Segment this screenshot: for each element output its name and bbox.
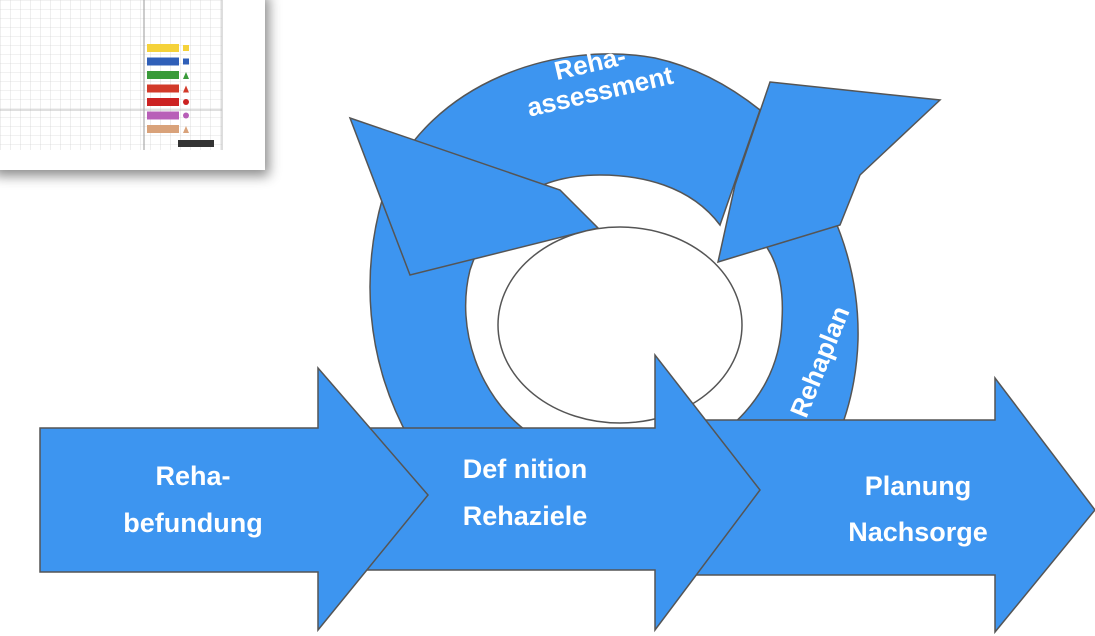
step-3-line1: Planung xyxy=(865,471,972,501)
legend-marker-square xyxy=(183,45,189,51)
legend-marker-triangle xyxy=(183,85,189,93)
step-1-line1: Reha- xyxy=(155,461,230,491)
legend-marker-circle xyxy=(183,112,189,119)
step-1-line2: befundung xyxy=(123,508,262,538)
legend-marker-triangle xyxy=(183,126,189,133)
legend-swatch xyxy=(147,57,179,66)
legend-swatch xyxy=(147,111,179,120)
cycle-center xyxy=(497,226,743,424)
process-arrow-3 xyxy=(659,375,1095,635)
chart-thumbnail xyxy=(0,0,265,170)
legend-swatch xyxy=(147,125,179,133)
legend-swatch xyxy=(147,98,179,106)
legend-marker-triangle xyxy=(183,72,189,79)
thumbnail-legend xyxy=(147,44,189,133)
cycle-arrowhead-right xyxy=(716,81,942,264)
legend-marker-circle xyxy=(183,99,189,105)
legend-swatch xyxy=(147,84,179,93)
process-arrow-1 xyxy=(39,365,429,633)
legend-marker-square xyxy=(183,58,189,65)
step-2-line2: Rehaziele xyxy=(463,501,588,531)
legend-swatch xyxy=(147,71,179,79)
legend-swatch xyxy=(147,44,179,52)
process-arrows xyxy=(39,352,1095,635)
step-3-line2: Nachsorge xyxy=(848,517,988,547)
process-arrow-2 xyxy=(339,352,761,633)
cycle-ring-back xyxy=(369,53,761,441)
step-2-line1: Def nition xyxy=(463,454,587,484)
thumbnail-button xyxy=(178,140,214,147)
